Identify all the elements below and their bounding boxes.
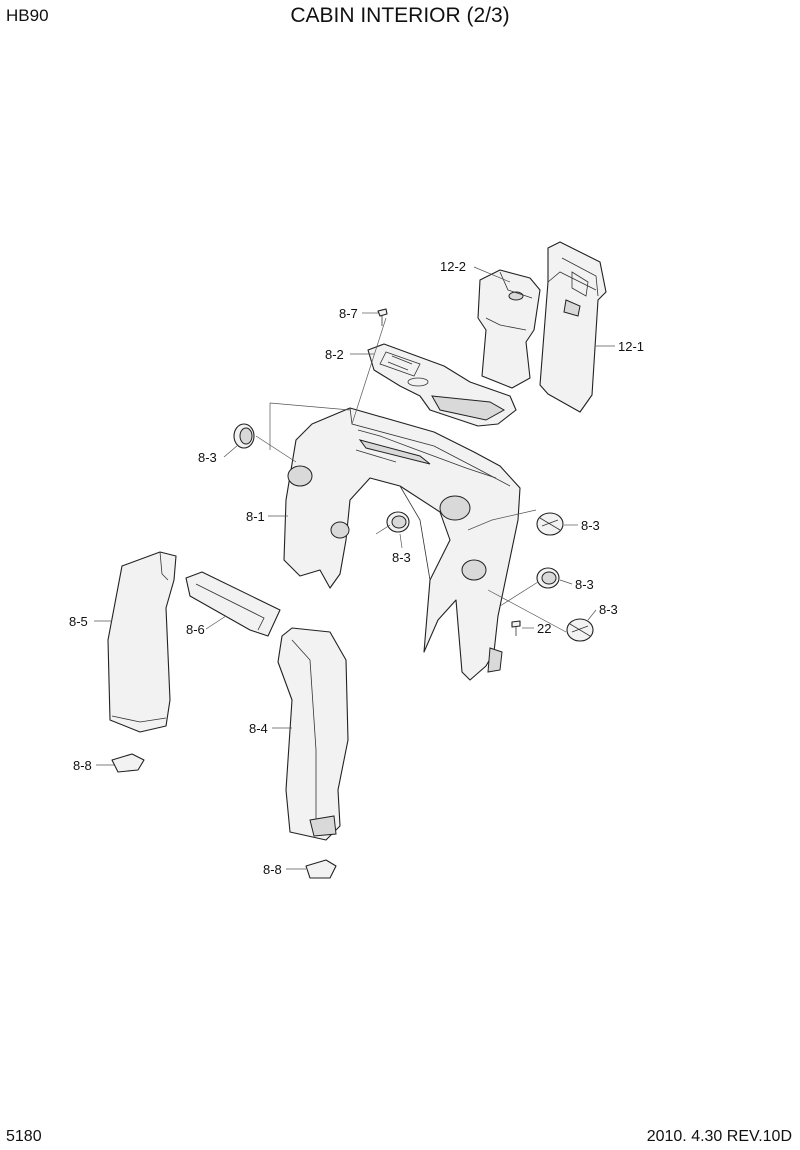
callout-8-3: 8-3 <box>198 450 217 465</box>
callout-8-7: 8-7 <box>339 306 358 321</box>
callout-8-3: 8-3 <box>392 550 411 565</box>
callout-8-6: 8-6 <box>186 622 205 637</box>
callout-22: 22 <box>537 621 551 636</box>
part-8-8-pad-a <box>111 753 145 773</box>
revision-date: 2010. 4.30 REV.10D <box>646 1128 792 1145</box>
part-8-4-cover <box>277 627 349 841</box>
callout-8-4: 8-4 <box>249 721 268 736</box>
callout-8-3: 8-3 <box>575 577 594 592</box>
part-8-3-vent-e <box>566 618 594 642</box>
callout-8-5: 8-5 <box>69 614 88 629</box>
callout-8-1: 8-1 <box>246 509 265 524</box>
callout-8-8: 8-8 <box>73 758 92 773</box>
part-8-3-vent-d <box>536 567 560 589</box>
part-8-6-deflector <box>185 571 281 637</box>
callout-8-3: 8-3 <box>599 602 618 617</box>
part-22-screw <box>511 620 521 636</box>
part-8-5-cover <box>107 551 177 733</box>
callout-8-3: 8-3 <box>581 518 600 533</box>
model-code: HB90 <box>6 6 49 25</box>
part-8-3-vent-c <box>536 512 564 536</box>
page-title: CABIN INTERIOR (2/3) <box>290 4 510 27</box>
part-8-2-tray <box>367 343 517 427</box>
callout-12-1: 12-1 <box>618 339 644 354</box>
part-12-1-panel <box>539 241 607 413</box>
callout-labels: 12-2 12-1 8-7 8-2 8-3 8-1 8-3 8-3 8-3 8-… <box>69 259 644 877</box>
part-8-3-vent-a <box>233 423 255 449</box>
part-8-1-console <box>283 407 521 681</box>
part-12-2-duct <box>477 269 541 389</box>
callout-12-2: 12-2 <box>440 259 466 274</box>
leader-lines <box>94 266 615 870</box>
page-number: 5180 <box>6 1128 42 1145</box>
part-8-7-screw <box>377 308 388 326</box>
callout-8-8: 8-8 <box>263 862 282 877</box>
part-8-3-vent-b <box>386 511 410 533</box>
part-8-8-pad-b <box>305 859 337 879</box>
callout-8-2: 8-2 <box>325 347 344 362</box>
